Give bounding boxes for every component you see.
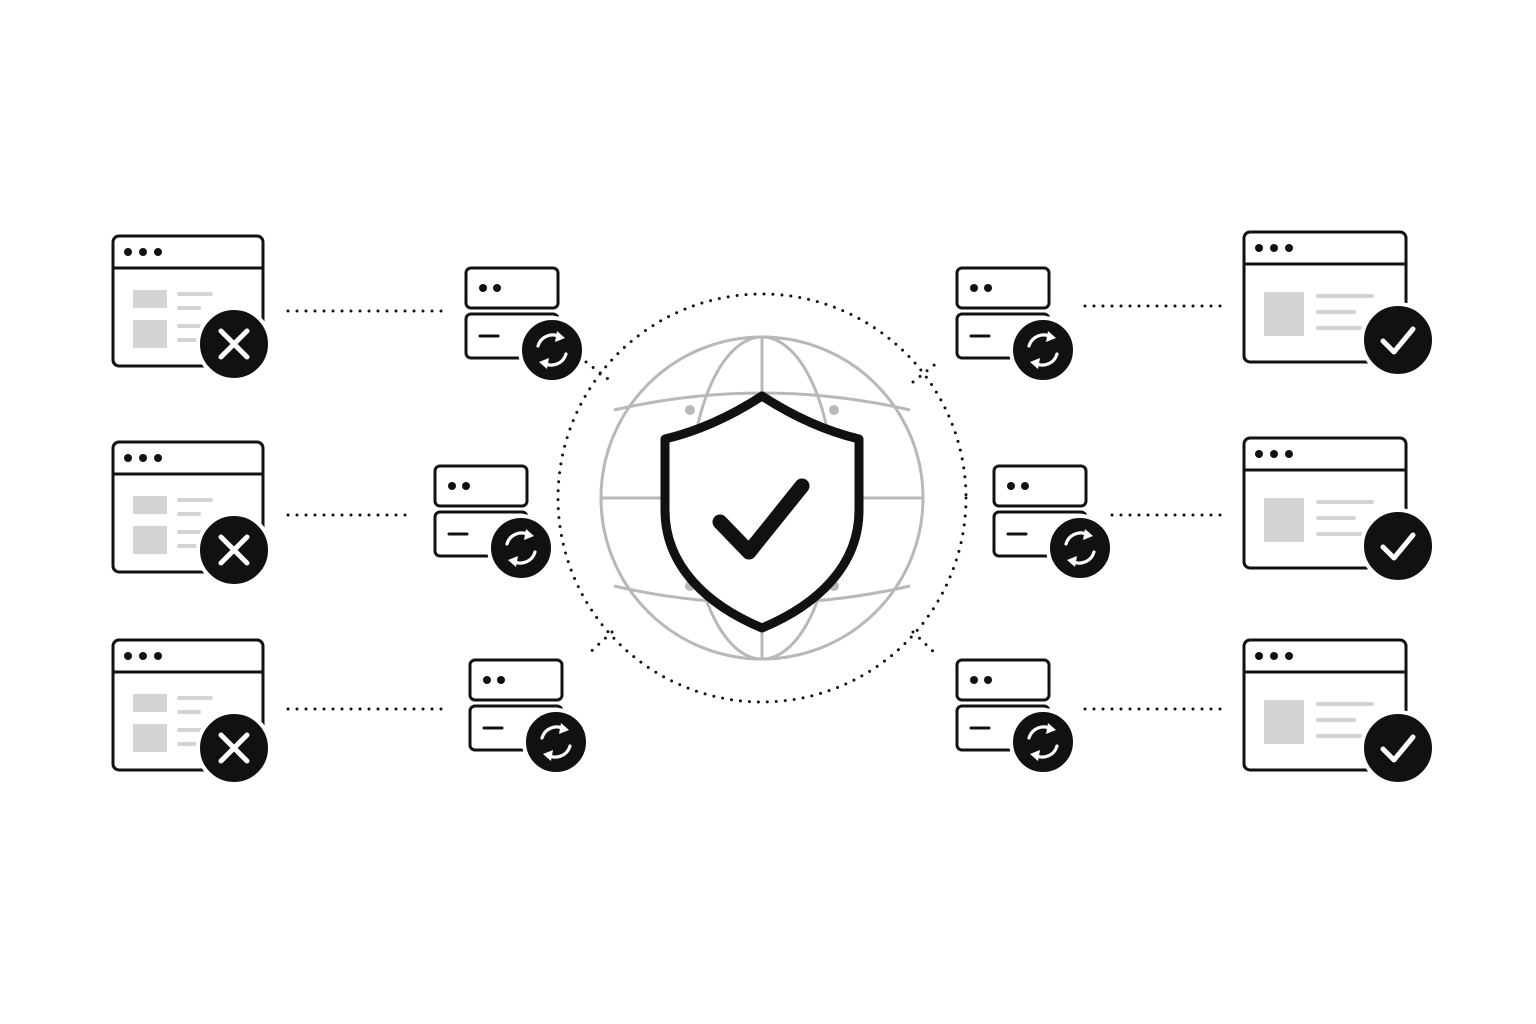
shield-check-icon [660,391,864,633]
sync-icon [522,708,590,776]
server-left [468,658,590,776]
browser-window-blocked [111,234,272,382]
server-left [433,464,555,582]
connector-hub-left-top [584,360,614,384]
browser-window-verified [1242,638,1436,786]
sync-icon [1009,316,1077,384]
connector-hub-right-top [911,360,940,384]
check-icon [1360,302,1436,378]
browser-window-blocked [111,638,272,786]
sync-icon [518,316,586,384]
server-right [955,658,1077,776]
server-left [464,266,586,384]
connector-hub-left-bottom [584,630,614,658]
nodes [111,230,1436,786]
x-icon [196,710,272,786]
dotted-ring [556,292,968,704]
browser-window-verified [1242,436,1436,584]
x-icon [196,512,272,588]
sync-icon [1046,514,1114,582]
sync-icon [487,514,555,582]
check-icon [1360,710,1436,786]
connectors [286,304,1224,711]
x-icon [196,306,272,382]
check-icon [1360,508,1436,584]
sync-icon [1009,708,1077,776]
connector-hub-right-bottom [911,630,940,658]
browser-window-blocked [111,440,272,588]
server-right [955,266,1077,384]
browser-window-verified [1242,230,1436,378]
server-right [992,464,1114,582]
center-hub [556,292,968,704]
